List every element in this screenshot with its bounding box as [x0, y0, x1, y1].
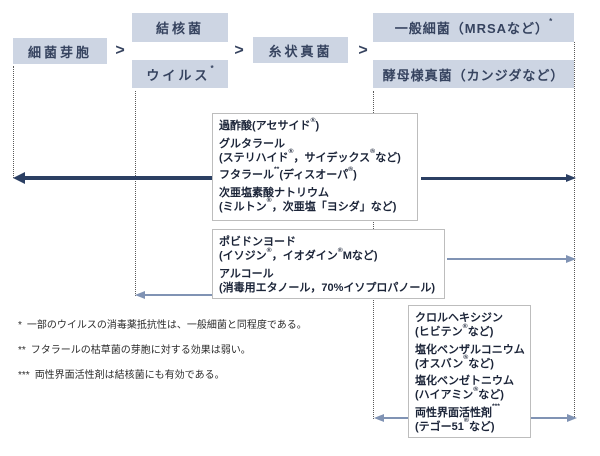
- disinfectant-entry: グルタラール (ステリハイド®，サイデックス®など): [219, 137, 411, 165]
- organism-box-general-bacteria: 一般細菌（MRSAなど）*: [373, 13, 574, 42]
- footnote-text: 両性界面活性剤は結核菌にも有効である。: [34, 370, 225, 381]
- footnote-marker: ***: [18, 370, 30, 381]
- disinfectant-entry: 過酢酸(アセサイド®): [219, 116, 411, 133]
- arrowhead-left-icon: [135, 291, 145, 299]
- organism-label: 酵母様真菌（カンジダなど）: [382, 67, 565, 83]
- greater-than-symbol: >: [234, 42, 244, 59]
- boundary-line-right-edge: [574, 42, 575, 419]
- disinfectant-brands: (ヒビテン®など): [415, 322, 494, 338]
- organism-label: ウイルス*: [146, 63, 214, 83]
- disinfectant-name: クロルヘキシジン: [415, 312, 503, 324]
- footnote-text: 一部のウイルスの消毒薬抵抗性は、一般細菌と同程度である。: [26, 320, 307, 331]
- organism-box-yeast-like-fungi: 酵母様真菌（カンジダなど）: [373, 60, 574, 88]
- high-level-spectrum-arrow-left: [13, 172, 212, 184]
- low-level-spectrum-arrow-right: [531, 412, 577, 424]
- arrowhead-right-icon: [566, 174, 576, 182]
- disinfectant-entry: 塩化ベンザルコニウム (オスバン®など): [415, 343, 525, 371]
- organism-label: 糸状真菌: [268, 43, 333, 59]
- footnote: ** フタラールの枯草菌の芽胞に対する効果は弱い。: [18, 341, 307, 356]
- greater-than-symbol: >: [115, 42, 125, 59]
- organism-box-virus: ウイルス*: [132, 60, 228, 88]
- disinfectant-entry: フタラール**(ディスオーパ®): [219, 165, 411, 182]
- organism-label: 結核菌: [155, 21, 204, 36]
- povidone-iodine-spectrum-arrow-right: [447, 253, 576, 265]
- organism-label: 一般細菌（MRSAなど）*: [394, 17, 553, 36]
- disinfectant-name: アルコール: [219, 267, 274, 280]
- footnote-text: フタラールの枯草菌の芽胞に対する効果は弱い。: [30, 345, 251, 356]
- disinfectant-brands: (イソジン®，イオダイン®Mなど): [219, 246, 378, 262]
- disinfectant-entry: ポビドンヨード (イソジン®，イオダイン®Mなど): [219, 235, 438, 263]
- greater-than-symbol: >: [358, 42, 368, 59]
- arrowhead-left-icon: [13, 172, 25, 184]
- organism-box-tuberculosis: 結核菌: [132, 13, 228, 42]
- footnote: *** 両性界面活性剤は結核菌にも有効である。: [18, 366, 307, 381]
- organism-box-bacterial-spores: 細菌芽胞: [13, 38, 107, 64]
- arrowhead-right-icon: [567, 414, 577, 422]
- disinfectant-brands: (テゴー51®など): [415, 417, 495, 433]
- footnote: * 一部のウイルスの消毒薬抵抗性は、一般細菌と同程度である。: [18, 316, 307, 331]
- high-level-spectrum-arrow-right: [421, 172, 576, 184]
- footnote-marker: *: [18, 320, 22, 331]
- disinfectant-entry: クロルヘキシジン (ヒビテン®など): [415, 311, 524, 339]
- disinfectant-name: フタラール**(ディスオーパ®): [219, 165, 357, 181]
- disinfectant-name: 塩化ベンゼトニウム: [415, 375, 514, 387]
- disinfectant-brands: (ステリハイド®，サイデックス®など): [219, 148, 401, 164]
- alcohol-spectrum-arrow-left: [135, 289, 212, 301]
- disinfectant-name: 過酢酸(アセサイド®): [219, 116, 320, 132]
- disinfectant-name: 次亜塩素酸ナトリウム: [219, 186, 329, 199]
- footnotes: * 一部のウイルスの消毒薬抵抗性は、一般細菌と同程度である。 ** フタラールの枯草…: [18, 316, 307, 391]
- disinfectant-box-high-level: 過酢酸(アセサイド®) グルタラール (ステリハイド®，サイデックス®など) フ…: [212, 113, 418, 221]
- disinfectant-entry: 次亜塩素酸ナトリウム (ミルトン®，次亜塩「ヨシダ」など): [219, 186, 411, 214]
- organism-box-filamentous-fungi: 糸状真菌: [253, 37, 348, 63]
- disinfectant-entry: 塩化ベンゼトニウム (ハイアミン®など): [415, 374, 524, 402]
- disinfectant-box-low-level: クロルヘキシジン (ヒビテン®など) 塩化ベンザルコニウム (オスバン®など) …: [408, 305, 531, 438]
- organism-label: 細菌芽胞: [27, 44, 92, 60]
- disinfectant-brands: (ハイアミン®など): [415, 385, 504, 401]
- disinfectant-brands: (オスバン®など): [415, 354, 494, 370]
- disinfectant-entry: アルコール (消毒用エタノール，70%イソプロパノール): [219, 267, 438, 295]
- disinfectant-brands: (消毒用エタノール，70%イソプロパノール): [219, 281, 436, 294]
- arrowhead-right-icon: [566, 255, 576, 263]
- disinfectant-name: グルタラール: [219, 137, 285, 150]
- disinfectant-box-intermediate-level: ポビドンヨード (イソジン®，イオダイン®Mなど) アルコール (消毒用エタノー…: [212, 229, 445, 299]
- boundary-line-bacterial-spores: [13, 66, 14, 178]
- footnote-marker: **: [18, 345, 26, 356]
- boundary-line-tuberculosis-virus: [135, 91, 136, 296]
- low-level-spectrum-arrow-left: [374, 412, 408, 424]
- disinfectant-name: ポビドンヨード: [219, 236, 296, 248]
- disinfectant-brands: (ミルトン®，次亜塩「ヨシダ」など): [219, 197, 397, 213]
- disinfectant-name: 塩化ベンザルコニウム: [415, 343, 525, 356]
- disinfectant-entry: 両性界面活性剤*** (テゴー51®など): [415, 403, 524, 434]
- arrowhead-left-icon: [374, 414, 384, 422]
- disinfectant-name: 両性界面活性剤***: [415, 403, 500, 419]
